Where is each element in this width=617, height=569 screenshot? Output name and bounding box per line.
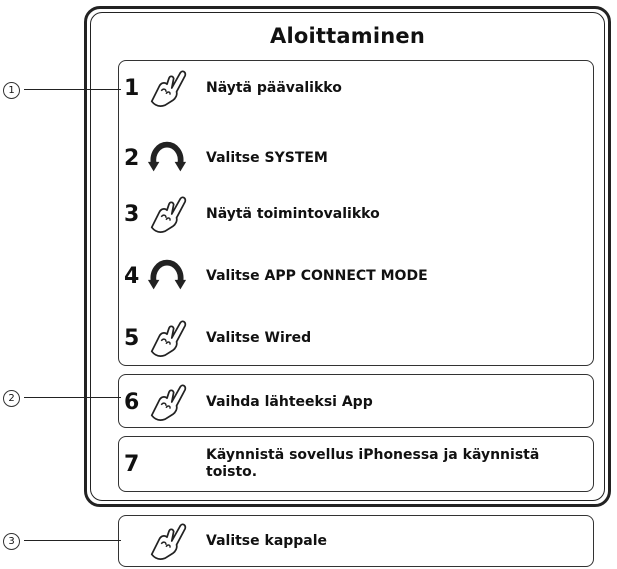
rotate-knob-icon	[146, 256, 188, 296]
step-4: 4 Valitse APP CONNECT MODE	[0, 254, 617, 298]
callout-leader-line	[24, 89, 121, 90]
step-number: 6	[124, 389, 140, 415]
step-number: 4	[124, 263, 140, 289]
step-5: 5 Valitse Wired	[0, 316, 617, 360]
step-6: 6 Vaihda lähteeksi App	[0, 380, 617, 424]
getting-started-panel	[84, 6, 611, 507]
step-label: Valitse SYSTEM	[206, 150, 328, 166]
step-2: 2 Valitse SYSTEM	[0, 136, 617, 180]
hand-pointer-icon	[146, 382, 188, 422]
panel-title: Aloittaminen	[270, 24, 425, 48]
step-label: Vaihda lähteeksi App	[206, 394, 373, 410]
callout-1: 1	[3, 81, 121, 99]
callout-leader-line	[24, 540, 121, 541]
hand-pointer-icon	[146, 68, 188, 108]
step-label: Valitse APP CONNECT MODE	[206, 268, 428, 284]
step-final: Valitse kappale	[0, 519, 617, 563]
step-3: 3 Näytä toimintovalikko	[0, 192, 617, 236]
step-number: 1	[124, 75, 140, 101]
step-label: Näytä toimintovalikko	[206, 206, 380, 222]
step-6-box	[118, 374, 594, 428]
final-step-box	[118, 515, 594, 567]
hand-pointer-icon	[146, 521, 188, 561]
callout-2: 2	[3, 389, 121, 407]
step-label: Valitse kappale	[206, 533, 328, 549]
step-label: Näytä päävalikko	[206, 80, 342, 96]
step-label: Valitse Wired	[206, 330, 312, 346]
steps-group-1-5	[118, 60, 594, 366]
step-label: Käynnistä sovellus iPhonessa ja käynnist…	[206, 447, 540, 480]
callout-leader-line	[24, 397, 121, 398]
step-1: 1 Näytä päävalikko	[0, 66, 617, 110]
hand-pointer-icon	[146, 318, 188, 358]
step-7: 7 Käynnistä sovellus iPhonessa ja käynni…	[0, 442, 617, 486]
callout-number: 3	[3, 532, 20, 550]
rotate-knob-icon	[146, 138, 188, 178]
step-number: 5	[124, 325, 140, 351]
step-number: 7	[124, 451, 140, 477]
step-7-box	[118, 436, 594, 492]
step-number: 2	[124, 145, 140, 171]
step-number: 3	[124, 201, 140, 227]
callout-number: 2	[3, 389, 20, 407]
callout-3: 3	[3, 532, 121, 550]
callout-number: 1	[3, 81, 20, 99]
hand-pointer-icon	[146, 194, 188, 234]
